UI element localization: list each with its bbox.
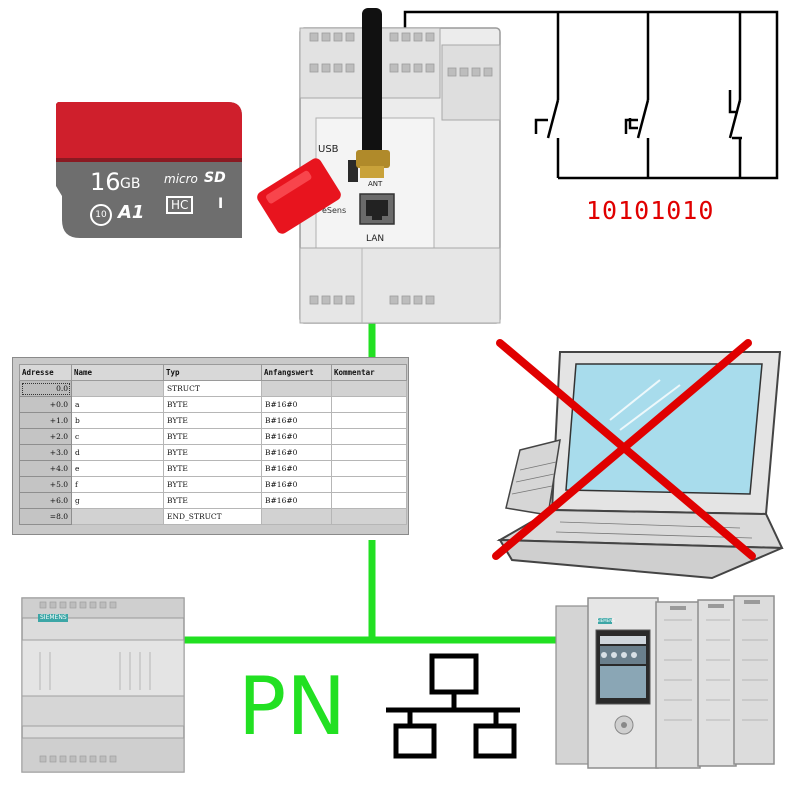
cell-initial-value: B#16#0 xyxy=(261,476,332,493)
gateway-usb-label: USB xyxy=(318,144,339,155)
cell-name: g xyxy=(71,492,164,509)
laptop-cross-mark xyxy=(492,339,756,560)
sd-card-labels: 16 GB micro SD 10 A1 HC I xyxy=(56,160,242,238)
table-row: +3.0 d BYTE B#16#0 xyxy=(19,444,407,461)
cell-address: +1.0 xyxy=(19,412,72,429)
cell-type: BYTE xyxy=(163,428,262,445)
cell-address: +4.0 xyxy=(19,460,72,477)
data-block-table: Adresse Name Typ Anfangswert Kommentar 0… xyxy=(19,364,407,525)
cell-name: f xyxy=(71,476,164,493)
cell-comment xyxy=(331,476,407,493)
sd-logo-roman: I xyxy=(218,196,224,212)
network-topology-icon xyxy=(386,653,520,759)
cell-address: +5.0 xyxy=(19,476,72,493)
sd-logo-hc: HC xyxy=(166,196,194,214)
cell-address: +6.0 xyxy=(19,492,72,509)
data-block-table-panel: Adresse Name Typ Anfangswert Kommentar 0… xyxy=(12,357,409,535)
column-header-name: Name xyxy=(71,364,164,381)
cell-type: BYTE xyxy=(163,460,262,477)
cell-address: +2.0 xyxy=(19,428,72,445)
cell-name: a xyxy=(71,396,164,413)
cell-address: +3.0 xyxy=(19,444,72,461)
table-row: +1.0 b BYTE B#16#0 xyxy=(19,412,407,429)
gateway-ant-label: ANT xyxy=(368,180,383,188)
column-header-comment: Kommentar xyxy=(331,364,407,381)
cell-initial-value xyxy=(261,380,332,397)
plc-compact xyxy=(21,597,185,773)
cell-name xyxy=(71,508,164,525)
cell-comment xyxy=(331,428,407,445)
cell-type: BYTE xyxy=(163,476,262,493)
cell-type: STRUCT xyxy=(163,380,262,397)
table-row: =8.0 END_STRUCT xyxy=(19,508,407,525)
sd-logo-micro: micro xyxy=(164,172,198,186)
switch-circuit xyxy=(403,10,779,180)
column-header-initial-value: Anfangswert xyxy=(261,364,332,381)
cell-comment xyxy=(331,508,407,525)
column-header-type: Typ xyxy=(163,364,262,381)
table-row: +6.0 g BYTE B#16#0 xyxy=(19,492,407,509)
cell-name xyxy=(71,380,164,397)
cell-initial-value: B#16#0 xyxy=(261,396,332,413)
sd-speed-class: A1 xyxy=(118,202,145,223)
cell-comment xyxy=(331,396,407,413)
cell-comment xyxy=(331,460,407,477)
plc-modular xyxy=(555,595,775,769)
table-row: +0.0 a BYTE B#16#0 xyxy=(19,396,407,413)
table-row: 0.0 STRUCT xyxy=(19,380,407,397)
table-row: +4.0 e BYTE B#16#0 xyxy=(19,460,407,477)
cell-initial-value: B#16#0 xyxy=(261,412,332,429)
gateway-device xyxy=(257,8,501,324)
cell-initial-value: B#16#0 xyxy=(261,460,332,477)
cell-address: =8.0 xyxy=(19,508,72,525)
cell-comment xyxy=(331,444,407,461)
cell-type: BYTE xyxy=(163,396,262,413)
cell-name: c xyxy=(71,428,164,445)
switch-bit-pattern: 10101010 xyxy=(586,196,715,225)
sd-capacity-unit: GB xyxy=(120,176,141,192)
usb-stick xyxy=(257,158,341,234)
cell-type: END_STRUCT xyxy=(163,508,262,525)
table-row: +2.0 c BYTE B#16#0 xyxy=(19,428,407,445)
gateway-brand-label: eSens xyxy=(322,206,347,215)
cell-type: BYTE xyxy=(163,444,262,461)
sd-logo-sd: SD xyxy=(204,170,226,186)
cell-initial-value: B#16#0 xyxy=(261,444,332,461)
cell-name: e xyxy=(71,460,164,477)
cell-initial-value: B#16#0 xyxy=(261,428,332,445)
sd-capacity: 16 xyxy=(90,168,121,196)
table-header-row: Adresse Name Typ Anfangswert Kommentar xyxy=(19,364,407,381)
network-label: PN xyxy=(238,660,347,753)
table-row: +5.0 f BYTE B#16#0 xyxy=(19,476,407,493)
cell-type: BYTE xyxy=(163,492,262,509)
cell-address: 0.0 xyxy=(19,380,72,397)
cell-initial-value: B#16#0 xyxy=(261,492,332,509)
plc-compact-brand: SIEMENS xyxy=(40,614,67,621)
column-header-address: Adresse xyxy=(19,364,72,381)
laptop xyxy=(492,339,784,580)
cell-name: d xyxy=(71,444,164,461)
cell-type: BYTE xyxy=(163,412,262,429)
cell-comment xyxy=(331,492,407,509)
sd-class-badge: 10 xyxy=(90,204,112,226)
gateway-lan-label: LAN xyxy=(366,234,385,244)
cell-comment xyxy=(331,412,407,429)
cell-name: b xyxy=(71,412,164,429)
cell-comment xyxy=(331,380,407,397)
plc-modular-brand: SIEMENS xyxy=(597,618,615,623)
cell-initial-value xyxy=(261,508,332,525)
cell-address: +0.0 xyxy=(19,396,72,413)
